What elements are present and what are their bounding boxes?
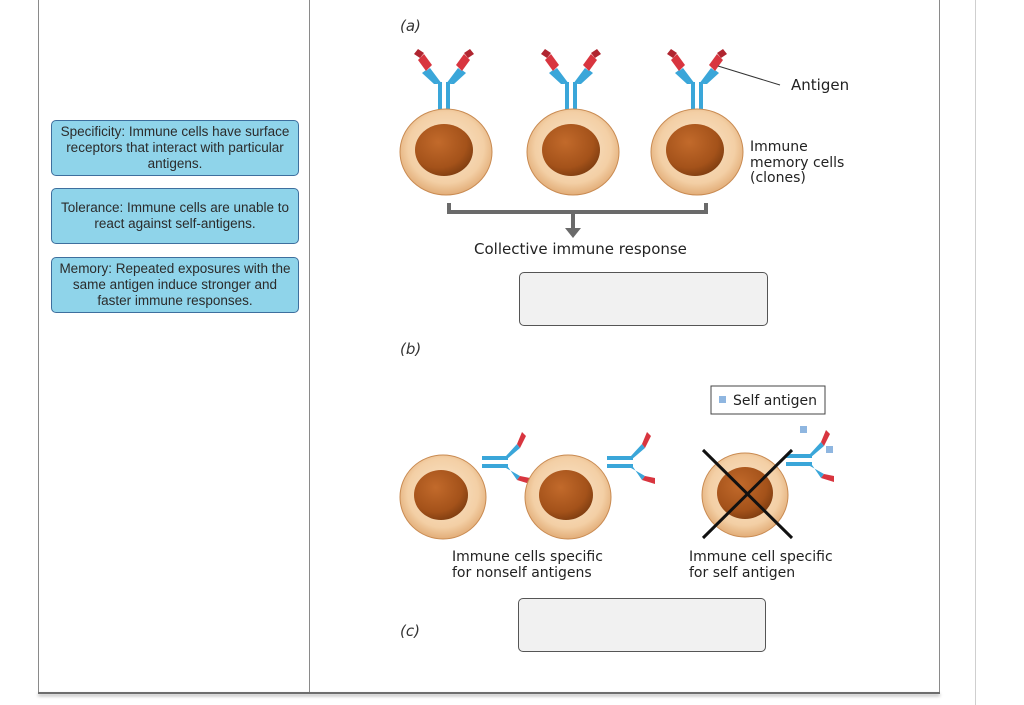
- nonself-label-line2: for nonself antigens: [452, 565, 592, 581]
- nonself-label-line1: Immune cells specific: [452, 549, 603, 565]
- memory-label-line1: Immune: [750, 139, 808, 155]
- convergence-bracket: [447, 203, 708, 230]
- answer-card-specificity[interactable]: Specificity: Immune cells have surface r…: [51, 120, 299, 176]
- self-label-line1: Immune cell specific: [689, 549, 833, 565]
- memory-label-line2: memory cells: [750, 155, 844, 171]
- nonself-cell-2: [524, 432, 655, 540]
- antigen-leader-line: [717, 65, 781, 86]
- collective-response-label: Collective immune response: [474, 240, 687, 258]
- memory-cell-1: [399, 49, 493, 196]
- self-label-line2: for self antigen: [689, 565, 795, 581]
- legend-label: Self antigen: [733, 393, 817, 409]
- panel-label-b: (b): [400, 340, 422, 358]
- self-antigen-legend: [710, 385, 826, 415]
- diagram-panel: [310, 0, 940, 693]
- memory-label-line3: (clones): [750, 170, 806, 186]
- convergence-arrowhead: [565, 228, 581, 238]
- drop-target-a[interactable]: [519, 272, 768, 326]
- panel-label-a: (a): [400, 17, 421, 35]
- nonself-cell-1: [399, 432, 530, 540]
- answer-card-memory[interactable]: Memory: Repeated exposures with the same…: [51, 257, 299, 313]
- cross-out-mark: [701, 448, 794, 540]
- frame-bottom-border: [38, 692, 940, 694]
- answer-card-tolerance[interactable]: Tolerance: Immune cells are unable to re…: [51, 188, 299, 244]
- memory-cell-2: [526, 49, 620, 196]
- memory-cell-3: [650, 49, 744, 196]
- drop-target-b[interactable]: [518, 598, 766, 652]
- page-right-edge: [975, 0, 976, 705]
- antigen-label: Antigen: [791, 76, 849, 94]
- answer-bank-panel: [38, 0, 310, 693]
- panel-label-c: (c): [400, 622, 420, 640]
